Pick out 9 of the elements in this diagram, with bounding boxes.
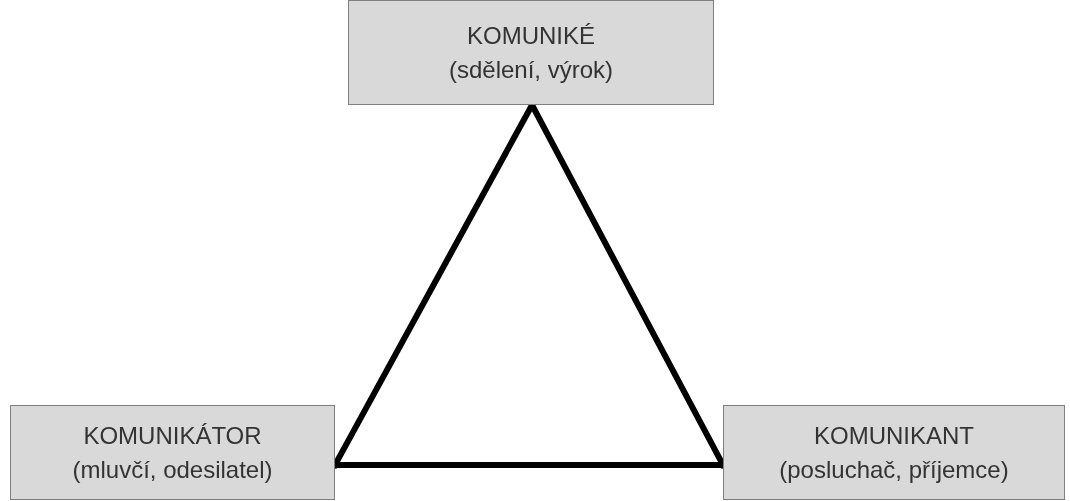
node-subtitle: (posluchač, příjemce) <box>779 454 1009 485</box>
node-title: KOMUNIKÁTOR <box>83 420 262 451</box>
concept-box <box>723 405 1065 500</box>
node-subtitle: (mluvčí, odesilatel) <box>72 454 273 485</box>
node-title: KOMUNIKÉ <box>467 20 595 51</box>
node-title: KOMUNIKANT <box>814 420 974 451</box>
concept-box <box>348 0 714 105</box>
node-subtitle: (sdělení, výrok) <box>448 54 614 85</box>
concept-box <box>10 405 335 500</box>
